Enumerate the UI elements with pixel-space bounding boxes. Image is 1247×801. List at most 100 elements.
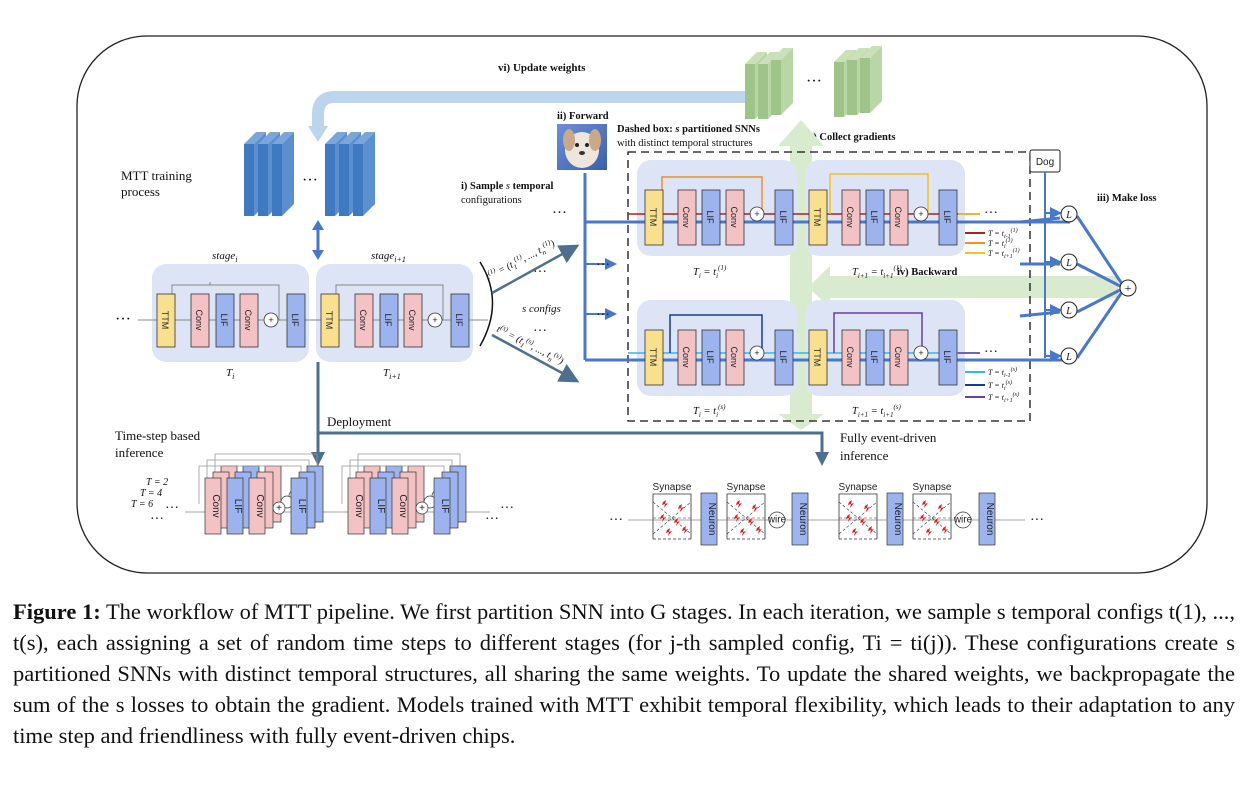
loss-node [1060, 205, 1078, 223]
plus-sign: + [419, 503, 425, 514]
mtt-workflow-figure: vi) Update weights ··· [76, 35, 1208, 574]
spike-icon [848, 500, 854, 508]
conv-block [190, 293, 210, 348]
backward-label: iv) Backward [897, 267, 958, 278]
T6-label: T = 6 [131, 499, 153, 510]
spike-icon [846, 514, 852, 522]
network-config-1 [600, 160, 1070, 256]
loss-label: L [1065, 210, 1072, 221]
ttm-label: TTM [812, 208, 822, 227]
synapse-block: Synapse [653, 482, 692, 540]
spike-icon [736, 500, 742, 508]
sum-node [1119, 279, 1137, 297]
deployment-label: Deployment [327, 414, 392, 429]
neuron-block [700, 492, 718, 546]
lif-label: LIF [454, 313, 464, 327]
synapse-block: Synapse [839, 482, 878, 540]
Ti-label: Ti [226, 367, 234, 381]
ttm-block [156, 293, 176, 348]
conv-block [403, 293, 423, 348]
lif-block [226, 477, 244, 535]
spike-icon [942, 526, 948, 534]
make-loss-label: iii) Make loss [1097, 193, 1157, 204]
net-ellipsis: ··· [984, 345, 998, 360]
spike-icon [756, 526, 762, 534]
synapse-block: Synapse [727, 482, 766, 540]
spike-icon [734, 514, 740, 522]
block-label: Neuron [984, 503, 995, 536]
mtt-weights-stack: ··· [244, 132, 375, 216]
T4-label: T = 4 [140, 488, 162, 499]
ts-ellipsis: ··· [150, 512, 164, 527]
spike-icon [662, 500, 668, 508]
wire-label: wire [767, 515, 787, 526]
forward-label: ii) Forward [557, 111, 609, 122]
lif-block [369, 477, 387, 535]
plus-sign: + [754, 348, 759, 358]
plus-sign: + [918, 209, 923, 219]
Ti1-label: Ti+1 [383, 367, 401, 381]
conv-label: Conv [845, 346, 855, 368]
gradient-weights-stack: ··· [745, 46, 882, 119]
sample-label-1: i) Sample s temporal [461, 181, 554, 192]
block-label: Neuron [706, 503, 717, 536]
conv-label: Conv [893, 346, 903, 368]
ev-ellipsis: ··· [609, 513, 623, 528]
lif-label: LIF [778, 210, 788, 224]
spike-icon [674, 518, 680, 526]
spike-icon [666, 528, 672, 536]
spike-icon [938, 504, 944, 512]
plus-sign: + [276, 503, 282, 514]
net-ellipsis: ··· [596, 308, 610, 323]
conv-label: Conv [407, 309, 417, 331]
svg-text:T = ti+1(1): T = ti+1(1) [988, 247, 1020, 260]
synapse-label: Synapse [913, 482, 952, 493]
dashed-box-label-2: with distinct temporal structures [617, 138, 753, 149]
spike-icon [682, 526, 688, 534]
conv-block [239, 293, 259, 348]
partitioned-snns-box [627, 151, 1031, 422]
update-weights-arrow [308, 91, 745, 142]
outer-frame [76, 35, 1208, 574]
left-ellipsis: ··· [115, 311, 131, 328]
lif-block [450, 293, 470, 348]
ttm-label: TTM [324, 311, 334, 330]
lif-label: LIF [705, 210, 715, 224]
spike-icon [740, 528, 746, 536]
lif-block [215, 293, 235, 348]
legend-config-1: T = ti-1(1) T = ti(1) T = ti+1(1) [965, 227, 1020, 260]
conv-label: Conv [893, 206, 903, 228]
conv-block [347, 477, 365, 535]
forward-arrows [583, 173, 638, 362]
ttm-label: TTM [648, 208, 658, 227]
lif-label: LIF [942, 350, 952, 364]
spike-icon [868, 526, 874, 534]
block-label: Conv [353, 494, 364, 517]
spike-icon [660, 514, 666, 522]
T2-label: T = 2 [146, 477, 168, 488]
conv-block [391, 477, 409, 535]
lif-block [286, 293, 306, 348]
weights-stage-double-arrow [312, 220, 324, 260]
add-node [272, 501, 286, 515]
Ti-ts-label: Ti = ti(s) [693, 403, 726, 419]
wire-label: wire [953, 515, 973, 526]
lif-label: LIF [778, 350, 788, 364]
event-driven-label-1: Fully event-driven [840, 430, 937, 445]
spike-icon [926, 528, 932, 536]
conv-block [204, 477, 222, 535]
lif-label: LIF [942, 210, 952, 224]
plus-sign: + [754, 209, 759, 219]
lif-label: LIF [290, 313, 300, 327]
ttm-label: TTM [648, 348, 658, 367]
block-label: LIF [375, 499, 386, 513]
lif-block [379, 293, 399, 348]
add-node [263, 312, 279, 328]
neuron-block [886, 492, 904, 546]
block-label: Conv [210, 494, 221, 517]
network-config-s [600, 300, 1070, 396]
synapse-label: Synapse [653, 482, 692, 493]
lif-label: LIF [705, 350, 715, 364]
stage-i1-label: stagei+1 [371, 250, 406, 264]
